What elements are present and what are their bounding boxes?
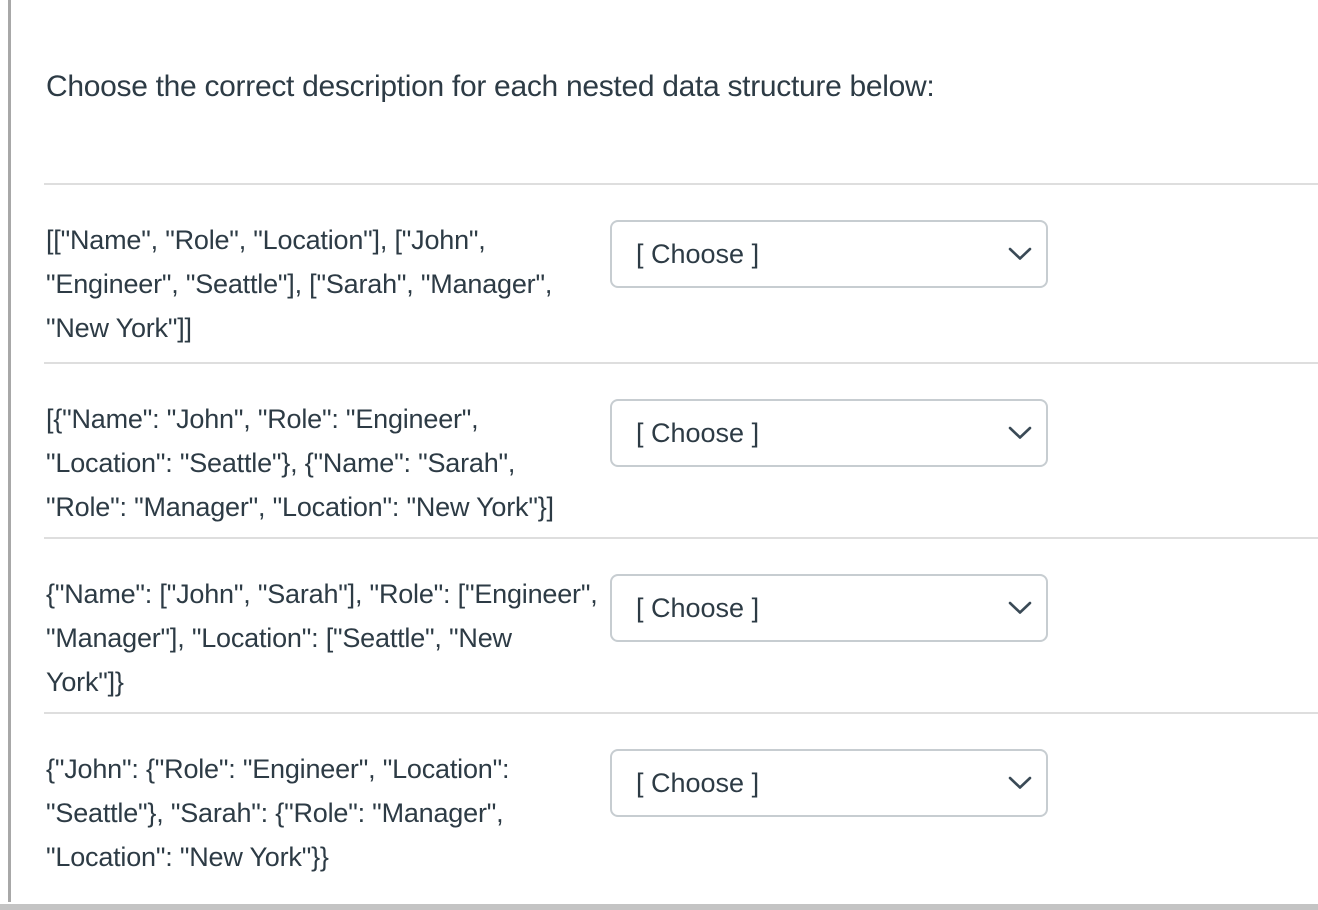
chevron-down-icon (1008, 776, 1032, 789)
horizontal-scrollbar[interactable] (0, 904, 1318, 910)
chevron-down-icon (1008, 426, 1032, 439)
chevron-down-icon (1008, 601, 1032, 614)
structure-text-4: {"John": {"Role": "Engineer", "Location"… (46, 754, 510, 872)
structure-text-2: [{"Name": "John", "Role": "Engineer", "L… (46, 404, 554, 522)
question-prompt: Choose the correct description for each … (46, 70, 935, 103)
panel-left-border (8, 0, 11, 902)
answer-cell-3: [ Choose ] (610, 574, 1048, 642)
choice-dropdown-4-label: [ Choose ] (636, 767, 760, 798)
answer-cell-2: [ Choose ] (610, 399, 1048, 467)
matching-row-2: [{"Name": "John", "Role": "Engineer", "L… (44, 362, 1318, 537)
answer-cell-4: [ Choose ] (610, 749, 1048, 817)
structure-text-1: [["Name", "Role", "Location"], ["John", … (46, 225, 553, 343)
choice-dropdown-2-label: [ Choose ] (636, 417, 760, 448)
matching-rows: [["Name", "Role", "Location"], ["John", … (44, 183, 1318, 887)
matching-row-4: {"John": {"Role": "Engineer", "Location"… (44, 712, 1318, 887)
choice-dropdown-3[interactable]: [ Choose ] (610, 574, 1048, 642)
choice-dropdown-3-label: [ Choose ] (636, 592, 760, 623)
question-body: Choose the correct description for each … (44, 0, 1318, 887)
choice-dropdown-1[interactable]: [ Choose ] (610, 220, 1048, 288)
matching-row-3: {"Name": ["John", "Sarah"], "Role": ["En… (44, 537, 1318, 712)
choice-dropdown-1-label: [ Choose ] (636, 238, 760, 269)
answer-cell-1: [ Choose ] (610, 220, 1048, 288)
matching-row-1: [["Name", "Role", "Location"], ["John", … (44, 183, 1318, 362)
choice-dropdown-2[interactable]: [ Choose ] (610, 399, 1048, 467)
chevron-down-icon (1008, 247, 1032, 260)
structure-text-3: {"Name": ["John", "Sarah"], "Role": ["En… (46, 579, 598, 697)
choice-dropdown-4[interactable]: [ Choose ] (610, 749, 1048, 817)
